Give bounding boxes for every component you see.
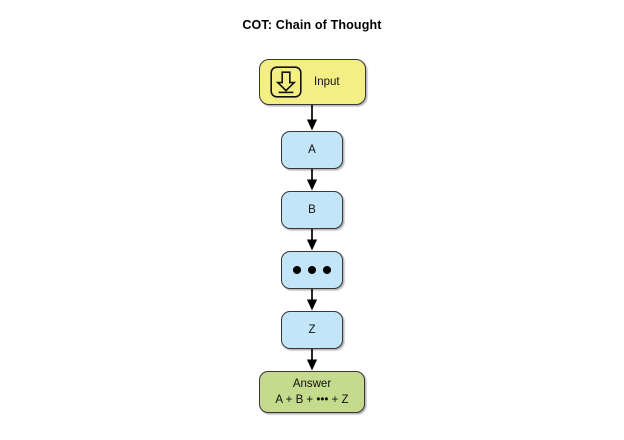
node-step-a-label: A [308, 143, 316, 156]
ellipsis-dot [293, 266, 301, 274]
ellipsis-dots [293, 266, 331, 274]
node-answer[interactable]: Answer A + B + ••• + Z [259, 371, 365, 413]
node-step-z[interactable]: Z [281, 311, 343, 349]
node-step-z-label: Z [308, 323, 316, 336]
node-step-ellipsis[interactable] [281, 251, 343, 289]
ellipsis-dot [308, 266, 316, 274]
node-step-a[interactable]: A [281, 131, 343, 169]
node-answer-expression: A + B + ••• + Z [275, 393, 349, 406]
node-step-b[interactable]: B [281, 191, 343, 229]
download-arrow-icon [270, 66, 302, 98]
node-answer-label: Answer [292, 378, 332, 391]
node-step-b-label: B [308, 203, 316, 216]
page-title: COT: Chain of Thought [242, 18, 382, 32]
node-input-label: Input [314, 75, 340, 88]
node-input[interactable]: Input [259, 59, 366, 105]
ellipsis-dot [323, 266, 331, 274]
